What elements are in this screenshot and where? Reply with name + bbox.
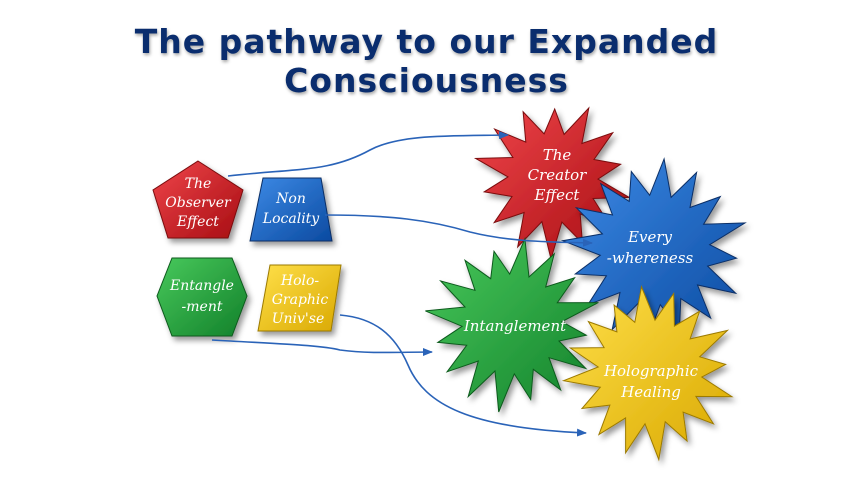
everywhereness-label-line2: -whereness: [607, 249, 694, 267]
arrow-nonlocality-to-everywhereness: [324, 214, 593, 247]
observer-label-line2: Observer: [165, 195, 232, 211]
holographic-label-line3: Univ'se: [272, 311, 325, 327]
arrow-entanglement-to-intanglement: [211, 339, 433, 357]
creator-label-line1: The: [543, 146, 572, 164]
observer-effect-pentagon: The Observer Effect: [152, 160, 244, 239]
observer-label-line1: The: [185, 176, 212, 192]
creator-label-line3: Effect: [534, 186, 581, 204]
entanglement-label-line1: Entangle: [169, 278, 234, 294]
observer-label-line3: Effect: [176, 214, 219, 230]
healing-label-line2: Healing: [620, 383, 681, 401]
holographic-label-line1: Holo-: [280, 273, 320, 289]
intanglement-label: Intanglement: [463, 317, 567, 335]
non-locality-trapezoid: Non Locality: [249, 177, 333, 242]
creator-label-line2: Creator: [528, 166, 588, 184]
arrow-holographic-to-healing: [339, 314, 587, 437]
holographic-label-line2: Graphic: [272, 292, 329, 308]
creator-effect-starburst: The Creator Effect: [473, 106, 631, 261]
arrow-observer-to-creator: [227, 131, 509, 177]
intanglement-starburst: Intanglement: [425, 236, 599, 413]
holographic-universe-parallelogram: Holo- Graphic Univ'se: [257, 264, 342, 332]
nonlocality-label-line2: Locality: [262, 211, 320, 227]
entanglement-label-line2: -ment: [182, 299, 223, 315]
nonlocality-label-line1: Non: [275, 191, 306, 207]
holographic-healing-starburst: Holographic Healing: [561, 285, 734, 462]
healing-label-line1: Holographic: [603, 362, 699, 380]
everywhereness-starburst: Every -whereness: [560, 157, 747, 346]
page-title: The pathway to our Expanded Consciousnes…: [134, 22, 719, 100]
everywhereness-label-line1: Every: [627, 228, 672, 246]
entanglement-hexagon: Entangle -ment: [156, 257, 248, 337]
